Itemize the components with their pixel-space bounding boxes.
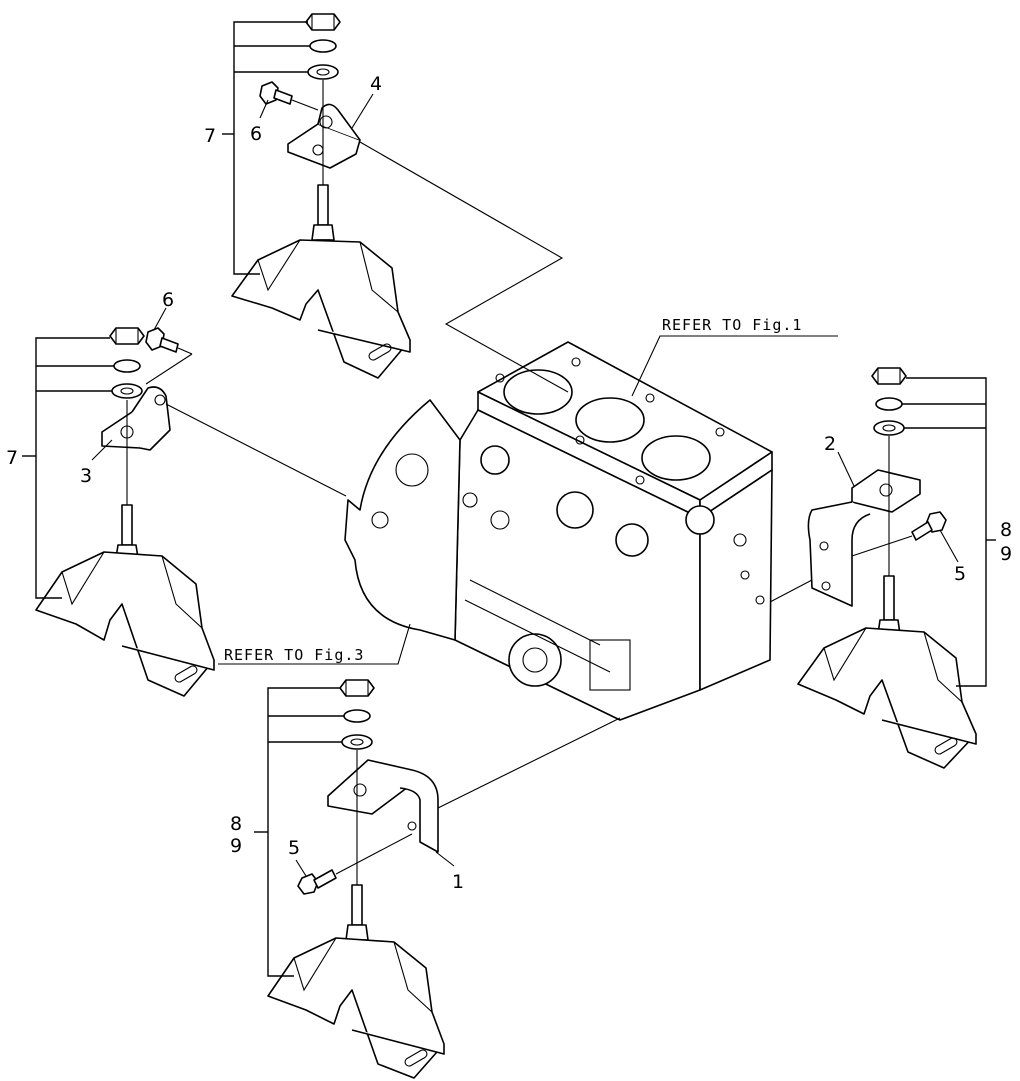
hex-nut-lower <box>339 679 375 697</box>
flat-washer-right <box>873 420 905 436</box>
lower-mount-assembly <box>267 679 445 1079</box>
callout-bolt-right: 5 <box>954 563 966 585</box>
leader-1 <box>435 851 455 867</box>
hex-nut-top <box>305 13 341 31</box>
callout-bolt-top: 6 <box>250 123 262 145</box>
callout-kit-left: 7 <box>6 447 18 469</box>
refer-fig1-label: REFER TO Fig.1 <box>662 316 802 334</box>
leader-5-lower <box>295 859 307 877</box>
refer-fig3-label: REFER TO Fig.3 <box>224 646 364 664</box>
callout-left-plate: 3 <box>80 465 92 487</box>
leader-5-right <box>939 529 959 563</box>
lock-washer-lower <box>343 709 371 723</box>
callout-kit-lower-b: 9 <box>230 835 242 857</box>
hex-nut-right <box>871 367 907 385</box>
callout-top-plate: 4 <box>370 73 382 95</box>
flat-washer-lower <box>341 734 373 750</box>
callout-kit-top: 7 <box>204 125 216 147</box>
rubber-mount-top <box>231 239 411 379</box>
leader-2 <box>837 451 855 487</box>
callout-labels: 7 6 4 7 6 3 2 5 8 9 8 9 5 1 REFER TO Fig… <box>6 73 1012 893</box>
leader-lines <box>22 21 996 977</box>
right-mount-assembly <box>797 367 977 769</box>
bolt-left <box>145 327 193 385</box>
lock-washer-right <box>875 397 903 411</box>
lock-washer-left <box>113 359 141 373</box>
callout-rear-bracket: 2 <box>824 433 836 455</box>
top-mount-assembly <box>231 13 411 379</box>
bolt-top <box>259 81 319 111</box>
channel-bracket-front <box>327 759 413 815</box>
hex-nut-left <box>109 327 145 345</box>
channel-bracket-right <box>851 469 921 513</box>
lock-washer-top <box>309 39 337 53</box>
flat-washer-top <box>307 64 339 80</box>
leader-6-left <box>153 307 167 331</box>
rubber-mount-left <box>35 551 215 697</box>
leader-refer-fig1 <box>631 335 838 397</box>
callout-bolt-lower: 5 <box>288 837 300 859</box>
leader-3 <box>91 439 113 461</box>
callout-bolt-left: 6 <box>162 289 174 311</box>
flat-washer-left <box>111 383 143 399</box>
leader-4 <box>351 93 374 129</box>
bolt-lower <box>297 833 413 895</box>
engine-block <box>344 341 773 721</box>
bolt-right <box>851 511 947 557</box>
callout-front-bracket: 1 <box>452 871 464 893</box>
leader-6-top <box>259 99 269 119</box>
callout-kit-lower-a: 8 <box>230 813 242 835</box>
leader-refer-fig3 <box>218 623 411 665</box>
left-mount-assembly <box>35 327 215 697</box>
callout-kit-right-b: 9 <box>1000 543 1012 565</box>
callout-kit-right-a: 8 <box>1000 519 1012 541</box>
